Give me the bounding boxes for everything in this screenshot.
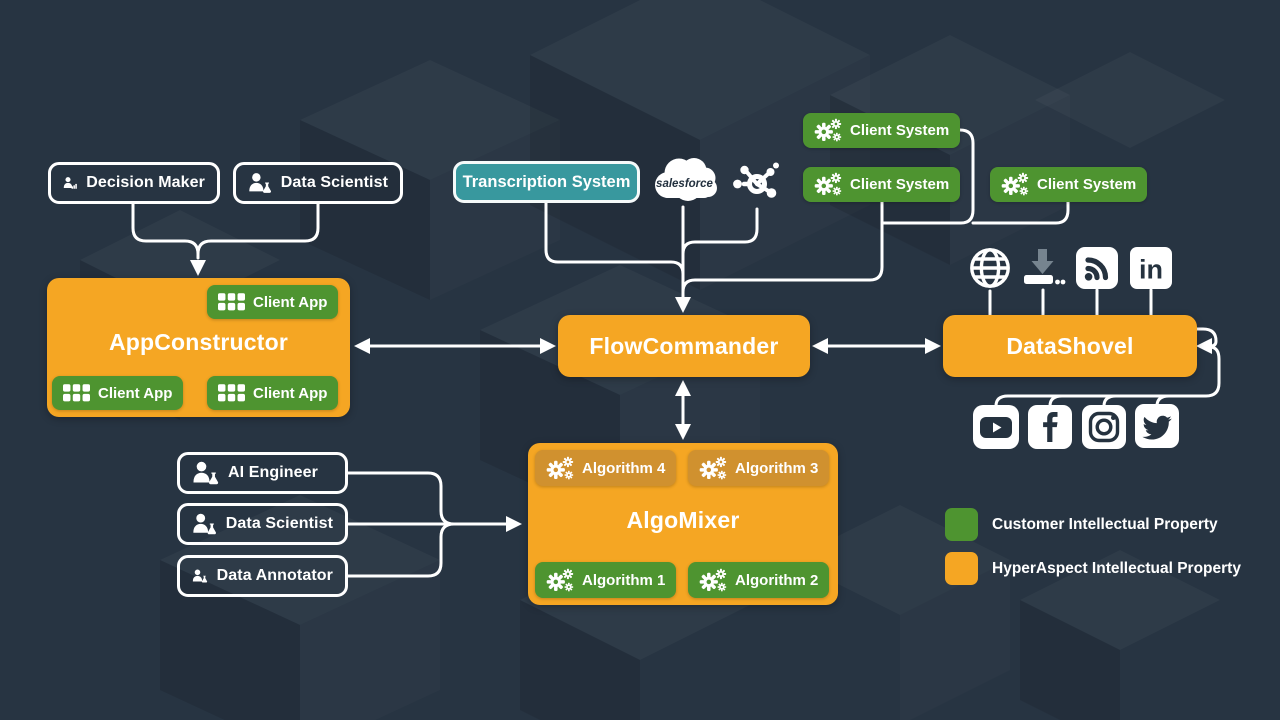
person-flask-icon — [192, 512, 217, 536]
algorithm-label: Algorithm 4 — [582, 459, 666, 477]
algorithm-2-badge: Algorithm 2 — [688, 562, 830, 598]
legend-hyperaspect-ip: HyperAspect Intellectual Property — [945, 552, 1241, 585]
person-flask-icon — [192, 564, 208, 588]
youtube-icon — [973, 404, 1019, 455]
flow-commander-title: FlowCommander — [589, 332, 779, 359]
customer-ip-swatch — [945, 508, 978, 541]
customer-ip-label: Customer Intellectual Property — [992, 515, 1218, 533]
gears-icon — [814, 172, 842, 197]
actor-label: Data Scientist — [280, 174, 388, 191]
salesforce-cloud-icon: salesforce — [648, 154, 720, 215]
algorithm-label: Algorithm 1 — [582, 571, 666, 589]
gears-icon — [699, 456, 727, 481]
app-grid-icon — [218, 384, 245, 402]
hyperaspect-ip-label: HyperAspect Intellectual Property — [992, 559, 1241, 577]
client-system-1: Client System — [803, 113, 961, 148]
rss-icon — [1076, 247, 1118, 294]
actor-data-scientist-top: Data Scientist — [233, 162, 403, 204]
client-system-label: Client System — [850, 122, 950, 139]
download-icon — [1020, 248, 1066, 295]
app-constructor-box: AppConstructor Client App Client App Cli… — [47, 278, 350, 417]
gears-icon — [546, 568, 574, 593]
app-grid-icon — [63, 384, 90, 402]
gears-icon — [699, 568, 727, 593]
algorithm-label: Algorithm 2 — [735, 571, 819, 589]
algorithm-1-badge: Algorithm 1 — [535, 562, 677, 598]
client-system-label: Client System — [1037, 176, 1137, 193]
facebook-icon — [1028, 404, 1072, 455]
client-system-label: Client System — [850, 176, 950, 193]
algo-mixer-box: AlgoMixer Algorithm 4 Algorithm 3 Algori… — [528, 443, 838, 605]
linkedin-glyph: in — [1139, 255, 1163, 285]
gears-icon — [814, 118, 842, 143]
linkedin-icon: in — [1130, 247, 1172, 294]
client-app-label: Client App — [253, 293, 328, 311]
connectors — [131, 128, 1221, 578]
client-system-3: Client System — [990, 167, 1148, 202]
flow-commander-box: FlowCommander — [558, 315, 810, 377]
client-app-badge-2: Client App — [52, 376, 184, 410]
salesforce-label: salesforce — [656, 178, 714, 190]
hyperaspect-ip-swatch — [945, 552, 978, 585]
actor-label: Data Annotator — [216, 567, 333, 584]
hub-network-icon — [731, 156, 783, 213]
algo-mixer-title: AlgoMixer — [626, 507, 740, 533]
actor-ai-engineer: AI Engineer — [177, 452, 348, 494]
person-flask-icon — [192, 461, 219, 485]
algorithm-label: Algorithm 3 — [735, 459, 819, 477]
app-constructor-title: AppConstructor — [108, 329, 289, 355]
client-system-2: Client System — [803, 167, 961, 202]
actor-label: AI Engineer — [228, 464, 319, 481]
client-app-badge-1: Client App — [207, 285, 339, 319]
actor-data-scientist-left: Data Scientist — [177, 503, 348, 545]
algorithm-3-badge: Algorithm 3 — [688, 450, 830, 486]
globe-icon — [968, 246, 1012, 295]
transcription-system-label: Transcription System — [462, 172, 631, 191]
data-shovel-title: DataShovel — [1006, 332, 1134, 359]
data-shovel-box: DataShovel — [943, 315, 1197, 377]
app-grid-icon — [218, 293, 245, 311]
client-app-label: Client App — [98, 384, 173, 402]
actor-decision-maker: Decision Maker — [48, 162, 220, 204]
legend-customer-ip: Customer Intellectual Property — [945, 508, 1218, 541]
actor-data-annotator: Data Annotator — [177, 555, 348, 597]
actor-label: Decision Maker — [86, 174, 205, 191]
transcription-system-box: Transcription System — [453, 161, 640, 203]
arrowheads — [190, 260, 1212, 532]
gears-icon — [546, 456, 574, 481]
client-app-label: Client App — [253, 384, 328, 402]
algorithm-4-badge: Algorithm 4 — [535, 450, 677, 486]
person-chart-icon — [63, 171, 77, 195]
twitter-icon — [1135, 404, 1179, 453]
client-app-badge-3: Client App — [207, 376, 339, 410]
gears-icon — [1001, 172, 1029, 197]
actor-label: Data Scientist — [225, 515, 333, 532]
person-flask-icon — [248, 171, 272, 195]
instagram-icon — [1082, 405, 1126, 454]
